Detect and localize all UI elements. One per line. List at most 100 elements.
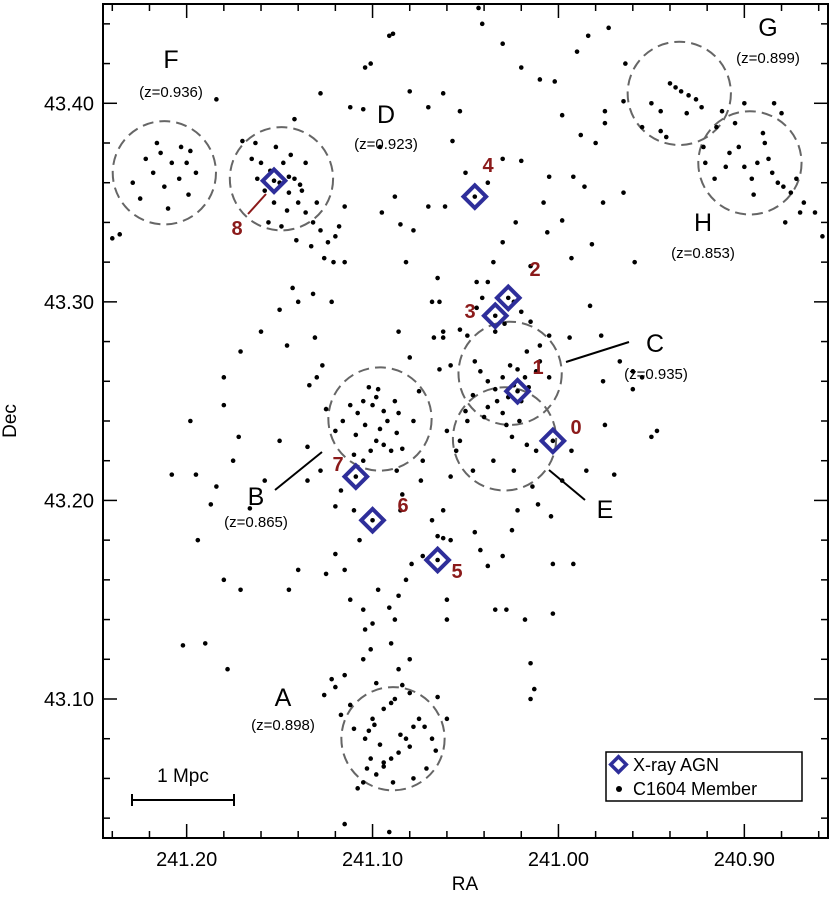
member-point: [362, 65, 368, 70]
member-point: [450, 138, 455, 144]
member-point: [760, 130, 766, 136]
member-point: [574, 49, 580, 54]
member-point: [515, 508, 520, 513]
member-point: [137, 196, 143, 201]
member-point: [500, 375, 505, 380]
member-point: [373, 438, 379, 444]
member-point: [426, 204, 431, 209]
member-point: [794, 176, 799, 182]
member-point: [370, 716, 375, 722]
x-axis-title: RA: [452, 874, 479, 895]
member-point: [546, 174, 552, 180]
member-point: [294, 238, 299, 243]
member-point: [169, 160, 175, 166]
agn-label-1: 1: [532, 357, 543, 379]
member-point: [684, 110, 690, 116]
member-point: [492, 386, 498, 392]
member-point: [143, 156, 149, 162]
member-point: [331, 259, 336, 265]
member-point: [310, 220, 316, 225]
agn-center-point: [515, 388, 520, 394]
agn-label-3: 3: [464, 301, 475, 323]
agn-label-0: 0: [570, 417, 581, 439]
member-point: [578, 132, 584, 138]
member-point: [188, 148, 193, 154]
member-point: [202, 641, 208, 646]
cluster-circle-h: [697, 110, 803, 216]
y-tick-label: 43.30: [44, 292, 94, 314]
member-point: [297, 182, 303, 187]
member-point: [444, 716, 450, 722]
member-point: [485, 180, 491, 186]
member-point: [318, 468, 323, 473]
member-point: [463, 170, 468, 176]
member-point: [262, 188, 268, 193]
member-point: [386, 605, 392, 610]
member-point: [491, 458, 496, 464]
member-point: [569, 255, 574, 261]
member-point: [214, 484, 219, 489]
member-point: [366, 384, 372, 390]
member-point: [663, 134, 669, 140]
member-point: [366, 728, 372, 734]
member-point: [492, 607, 498, 612]
member-point: [602, 108, 608, 114]
cluster-label-e: E: [597, 496, 614, 524]
agn-label-8: 8: [231, 218, 242, 240]
cluster-circle-g: [626, 40, 732, 146]
member-point: [355, 410, 360, 416]
member-point: [370, 402, 375, 408]
member-point: [392, 696, 398, 702]
member-point: [318, 228, 323, 233]
member-point: [292, 176, 297, 182]
member-point: [314, 375, 320, 380]
member-point: [639, 375, 645, 380]
member-point: [284, 343, 290, 348]
legend-box: [605, 751, 803, 802]
cluster-redshift-f: (z=0.936): [139, 84, 203, 101]
member-point: [435, 533, 440, 539]
member-point: [500, 553, 505, 559]
member-point: [320, 363, 325, 368]
member-point: [368, 756, 373, 761]
member-point: [388, 756, 394, 761]
member-point: [214, 97, 219, 102]
member-point: [312, 335, 318, 340]
member-point: [333, 684, 338, 690]
member-point: [418, 478, 424, 483]
member-point: [485, 378, 491, 384]
member-point: [373, 680, 379, 686]
member-point: [411, 228, 416, 233]
member-point: [771, 100, 777, 106]
member-point: [429, 736, 435, 742]
member-point: [281, 160, 286, 166]
member-point: [368, 61, 373, 66]
member-point: [353, 432, 359, 438]
cluster-leader-e: [548, 469, 586, 501]
cluster-circle-d: [228, 126, 335, 232]
agn-center-point: [505, 295, 511, 301]
member-point: [407, 744, 413, 749]
member-point: [184, 160, 189, 166]
member-point: [286, 587, 292, 593]
member-point: [362, 736, 368, 742]
member-point: [208, 502, 214, 507]
member-point: [195, 537, 201, 543]
member-point: [399, 446, 405, 452]
member-point: [338, 712, 344, 718]
member-point: [537, 359, 543, 364]
y-tick-label: 43.20: [44, 490, 94, 512]
member-point: [440, 91, 446, 96]
member-point: [372, 722, 377, 728]
member-point: [375, 386, 381, 392]
member-point: [266, 220, 271, 225]
member-point: [277, 307, 282, 313]
member-point: [390, 31, 396, 37]
agn-marker-7: [341, 462, 370, 491]
member-point: [465, 418, 470, 424]
member-point: [370, 621, 375, 626]
member-point: [403, 577, 409, 583]
member-point: [420, 553, 426, 559]
